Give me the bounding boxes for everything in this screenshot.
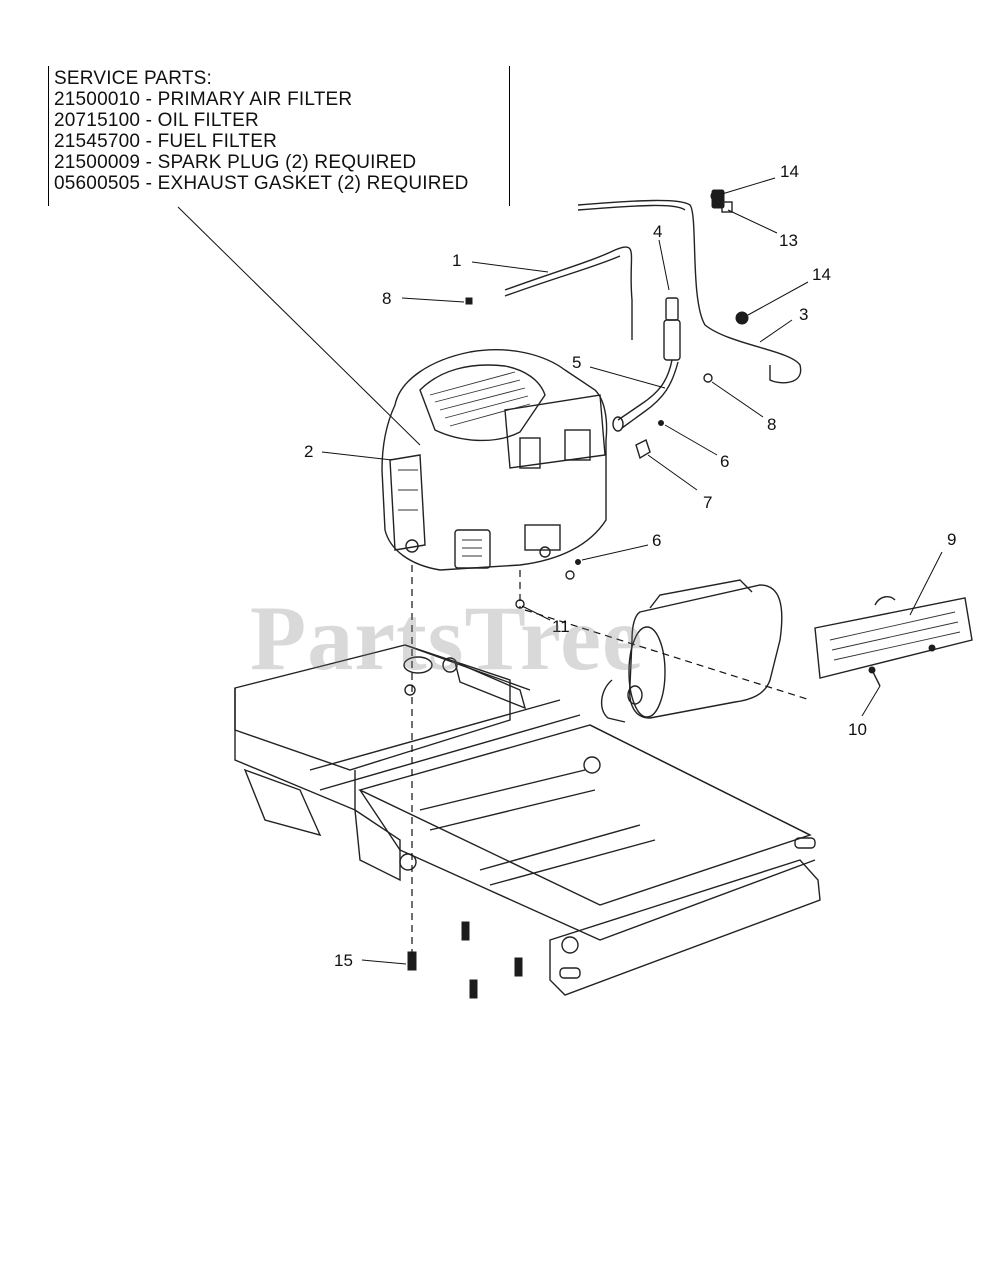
screw-10[interactable] [868, 644, 936, 687]
callout-4: 4 [653, 222, 662, 241]
callout-8-right: 8 [767, 415, 776, 434]
leader-9 [909, 551, 943, 616]
leader-14-lower [747, 281, 809, 316]
callout-14-upper: 14 [780, 162, 799, 181]
engine-2[interactable] [381, 349, 608, 571]
callout-1: 1 [452, 251, 461, 270]
leader-3 [759, 319, 793, 343]
callout-2: 2 [304, 442, 313, 461]
leader-6-upper [664, 424, 718, 456]
fuel-line-5[interactable] [612, 359, 679, 432]
callout-9: 9 [947, 530, 956, 549]
callout-3: 3 [799, 305, 808, 324]
leader-11 [521, 605, 551, 621]
callout-7: 7 [703, 493, 712, 512]
service-part-item: 21545700 - FUEL FILTER [54, 131, 278, 152]
callout-14-lower: 14 [812, 265, 831, 284]
callout-11: 11 [552, 617, 570, 636]
leader-4 [658, 239, 670, 291]
fuel-line-3[interactable] [577, 199, 802, 384]
fuel-line-1[interactable] [504, 246, 633, 340]
engine-mount-frame[interactable] [234, 644, 581, 882]
leader-13 [727, 209, 778, 234]
muffler[interactable] [601, 579, 783, 723]
partstree-watermark: PartsTree [250, 587, 644, 689]
assembly-line-muffler [524, 609, 811, 701]
service-parts-box: SERVICE PARTS: 21500010 - PRIMARY AIR FI… [48, 66, 510, 206]
callout-6-upper: 6 [720, 452, 729, 471]
hardware-6-upper[interactable] [658, 420, 664, 426]
leader-10 [861, 685, 881, 717]
heat-shield-9[interactable] [814, 596, 973, 679]
leader-2 [321, 451, 393, 461]
service-parts-heading: SERVICE PARTS: [54, 68, 213, 89]
frame-bolts[interactable] [461, 921, 523, 999]
hardware-8-right[interactable] [703, 373, 713, 383]
leader-5 [589, 366, 666, 389]
callout-13: 13 [779, 231, 798, 250]
clip-7[interactable] [635, 439, 651, 460]
callout-10: 10 [848, 720, 867, 739]
leader-8-right [711, 381, 764, 418]
clamp-14-upper[interactable] [710, 190, 722, 202]
callout-8-left: 8 [382, 289, 391, 308]
clamp-14-lower[interactable] [735, 311, 749, 325]
callout-6-lower: 6 [652, 531, 661, 550]
service-part-item: 21500009 - SPARK PLUG (2) REQUIRED [54, 152, 417, 173]
service-part-item: 05600505 - EXHAUST GASKET (2) REQUIRED [54, 173, 469, 194]
main-frame-rails[interactable] [358, 657, 821, 996]
service-part-item: 20715100 - OIL FILTER [54, 110, 259, 131]
leader-6-lower [581, 544, 649, 561]
hardware-8-left[interactable] [465, 297, 473, 305]
leader-8-left [401, 297, 465, 303]
callout-5: 5 [572, 353, 581, 372]
leader-7 [647, 454, 698, 491]
leader-1 [471, 261, 549, 273]
service-box-leader [177, 206, 421, 446]
service-part-item: 21500010 - PRIMARY AIR FILTER [54, 89, 353, 110]
leader-15 [361, 959, 407, 965]
leader-14-upper [721, 177, 776, 195]
callout-15: 15 [334, 951, 353, 970]
fuel-filter-4[interactable] [663, 297, 681, 361]
